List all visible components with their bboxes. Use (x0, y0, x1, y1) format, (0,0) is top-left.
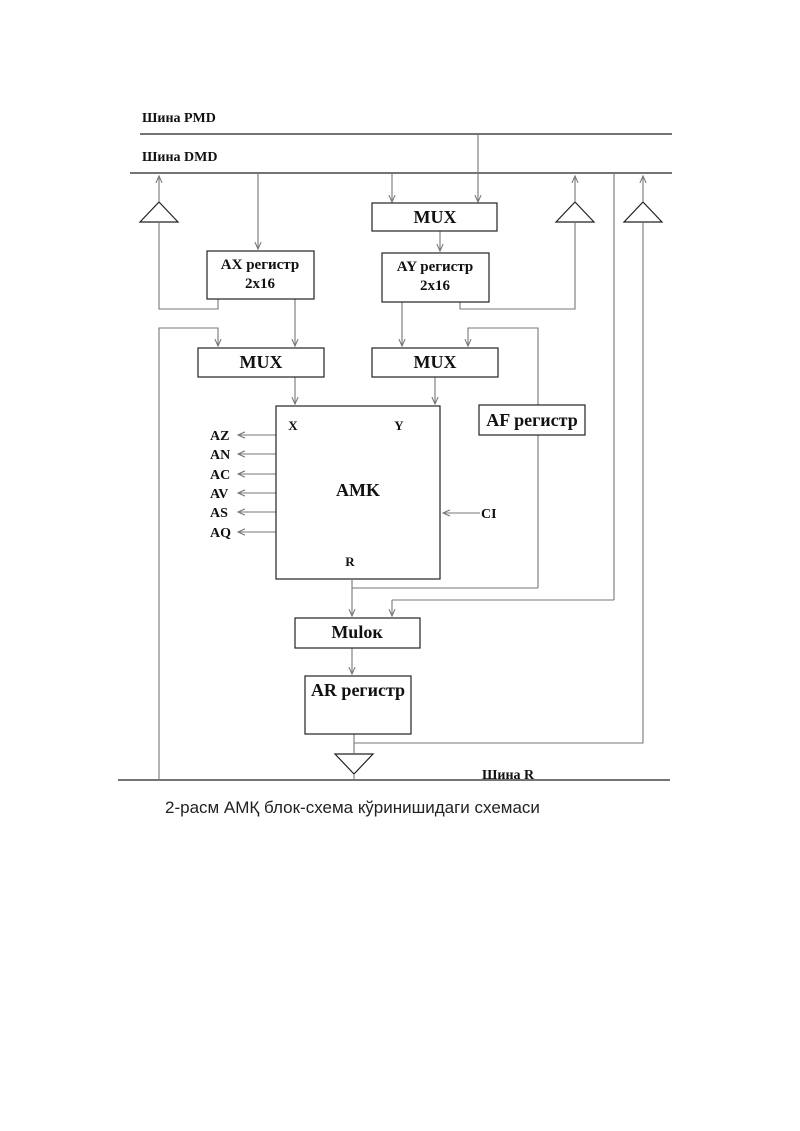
ay-register-label: AY регистр (397, 259, 474, 275)
alu-label: AMK (336, 480, 380, 500)
flag-az-label: AZ (210, 429, 229, 444)
mux-left-block: MUX (197, 347, 325, 378)
mux-top-label: MUX (414, 207, 457, 227)
mulok-label: Мulок (331, 622, 383, 642)
flag-aq-label: AQ (210, 526, 231, 541)
alu-ci-label: CI (481, 507, 497, 522)
af-register-block: AF регистр (478, 404, 586, 436)
figure-caption: 2-расм АМҚ блок-схема кўринишидаги схема… (165, 798, 540, 817)
wire-feedback-right (468, 327, 539, 588)
mulok-block: Мulок (294, 617, 421, 649)
bus-dmd-label: Шина DMD (142, 150, 217, 165)
buffer-left-triangle (138, 201, 180, 223)
ax-register-size: 2x16 (245, 276, 276, 292)
mux-right-block: MUX (371, 347, 499, 378)
ar-register-label: AR регистр (311, 680, 405, 700)
ay-register-size: 2x16 (420, 278, 451, 294)
ax-register-block: AX регистр 2x16 (206, 250, 315, 300)
ay-register-block: AY регистр 2x16 (381, 252, 490, 303)
wire-feedback-left (158, 327, 218, 780)
flag-labels: AZ AN AC AV AS AQ (210, 429, 231, 541)
flag-an-label: AN (210, 448, 230, 463)
flag-as-label: AS (210, 506, 228, 521)
mux-right-label: MUX (414, 352, 457, 372)
flag-av-label: AV (210, 487, 228, 502)
buffer-bottom-triangle (333, 753, 375, 775)
alu-port-x: X (288, 418, 298, 433)
wire-ax-to-left-buffer (158, 222, 219, 310)
alu-port-y: Y (394, 418, 404, 433)
af-register-label: AF регистр (486, 410, 577, 430)
ax-register-label: AX регистр (221, 257, 299, 273)
mux-left-label: MUX (240, 352, 283, 372)
flag-ac-label: AC (210, 468, 230, 483)
alu-port-r: R (345, 554, 355, 569)
buffer-right-triangle (622, 201, 664, 223)
alu-block: AMK X Y R (275, 405, 441, 580)
mux-top-block: MUX (371, 202, 498, 232)
wire-ay-to-mid-buffer (459, 222, 576, 310)
ar-register-block: AR регистр (304, 675, 412, 735)
bus-r-label: Шина R (482, 768, 535, 783)
buffer-mid-triangle (554, 201, 596, 223)
bus-pmd-label: Шина PMD (142, 111, 216, 126)
wire-ar-feedback-right (354, 222, 644, 744)
